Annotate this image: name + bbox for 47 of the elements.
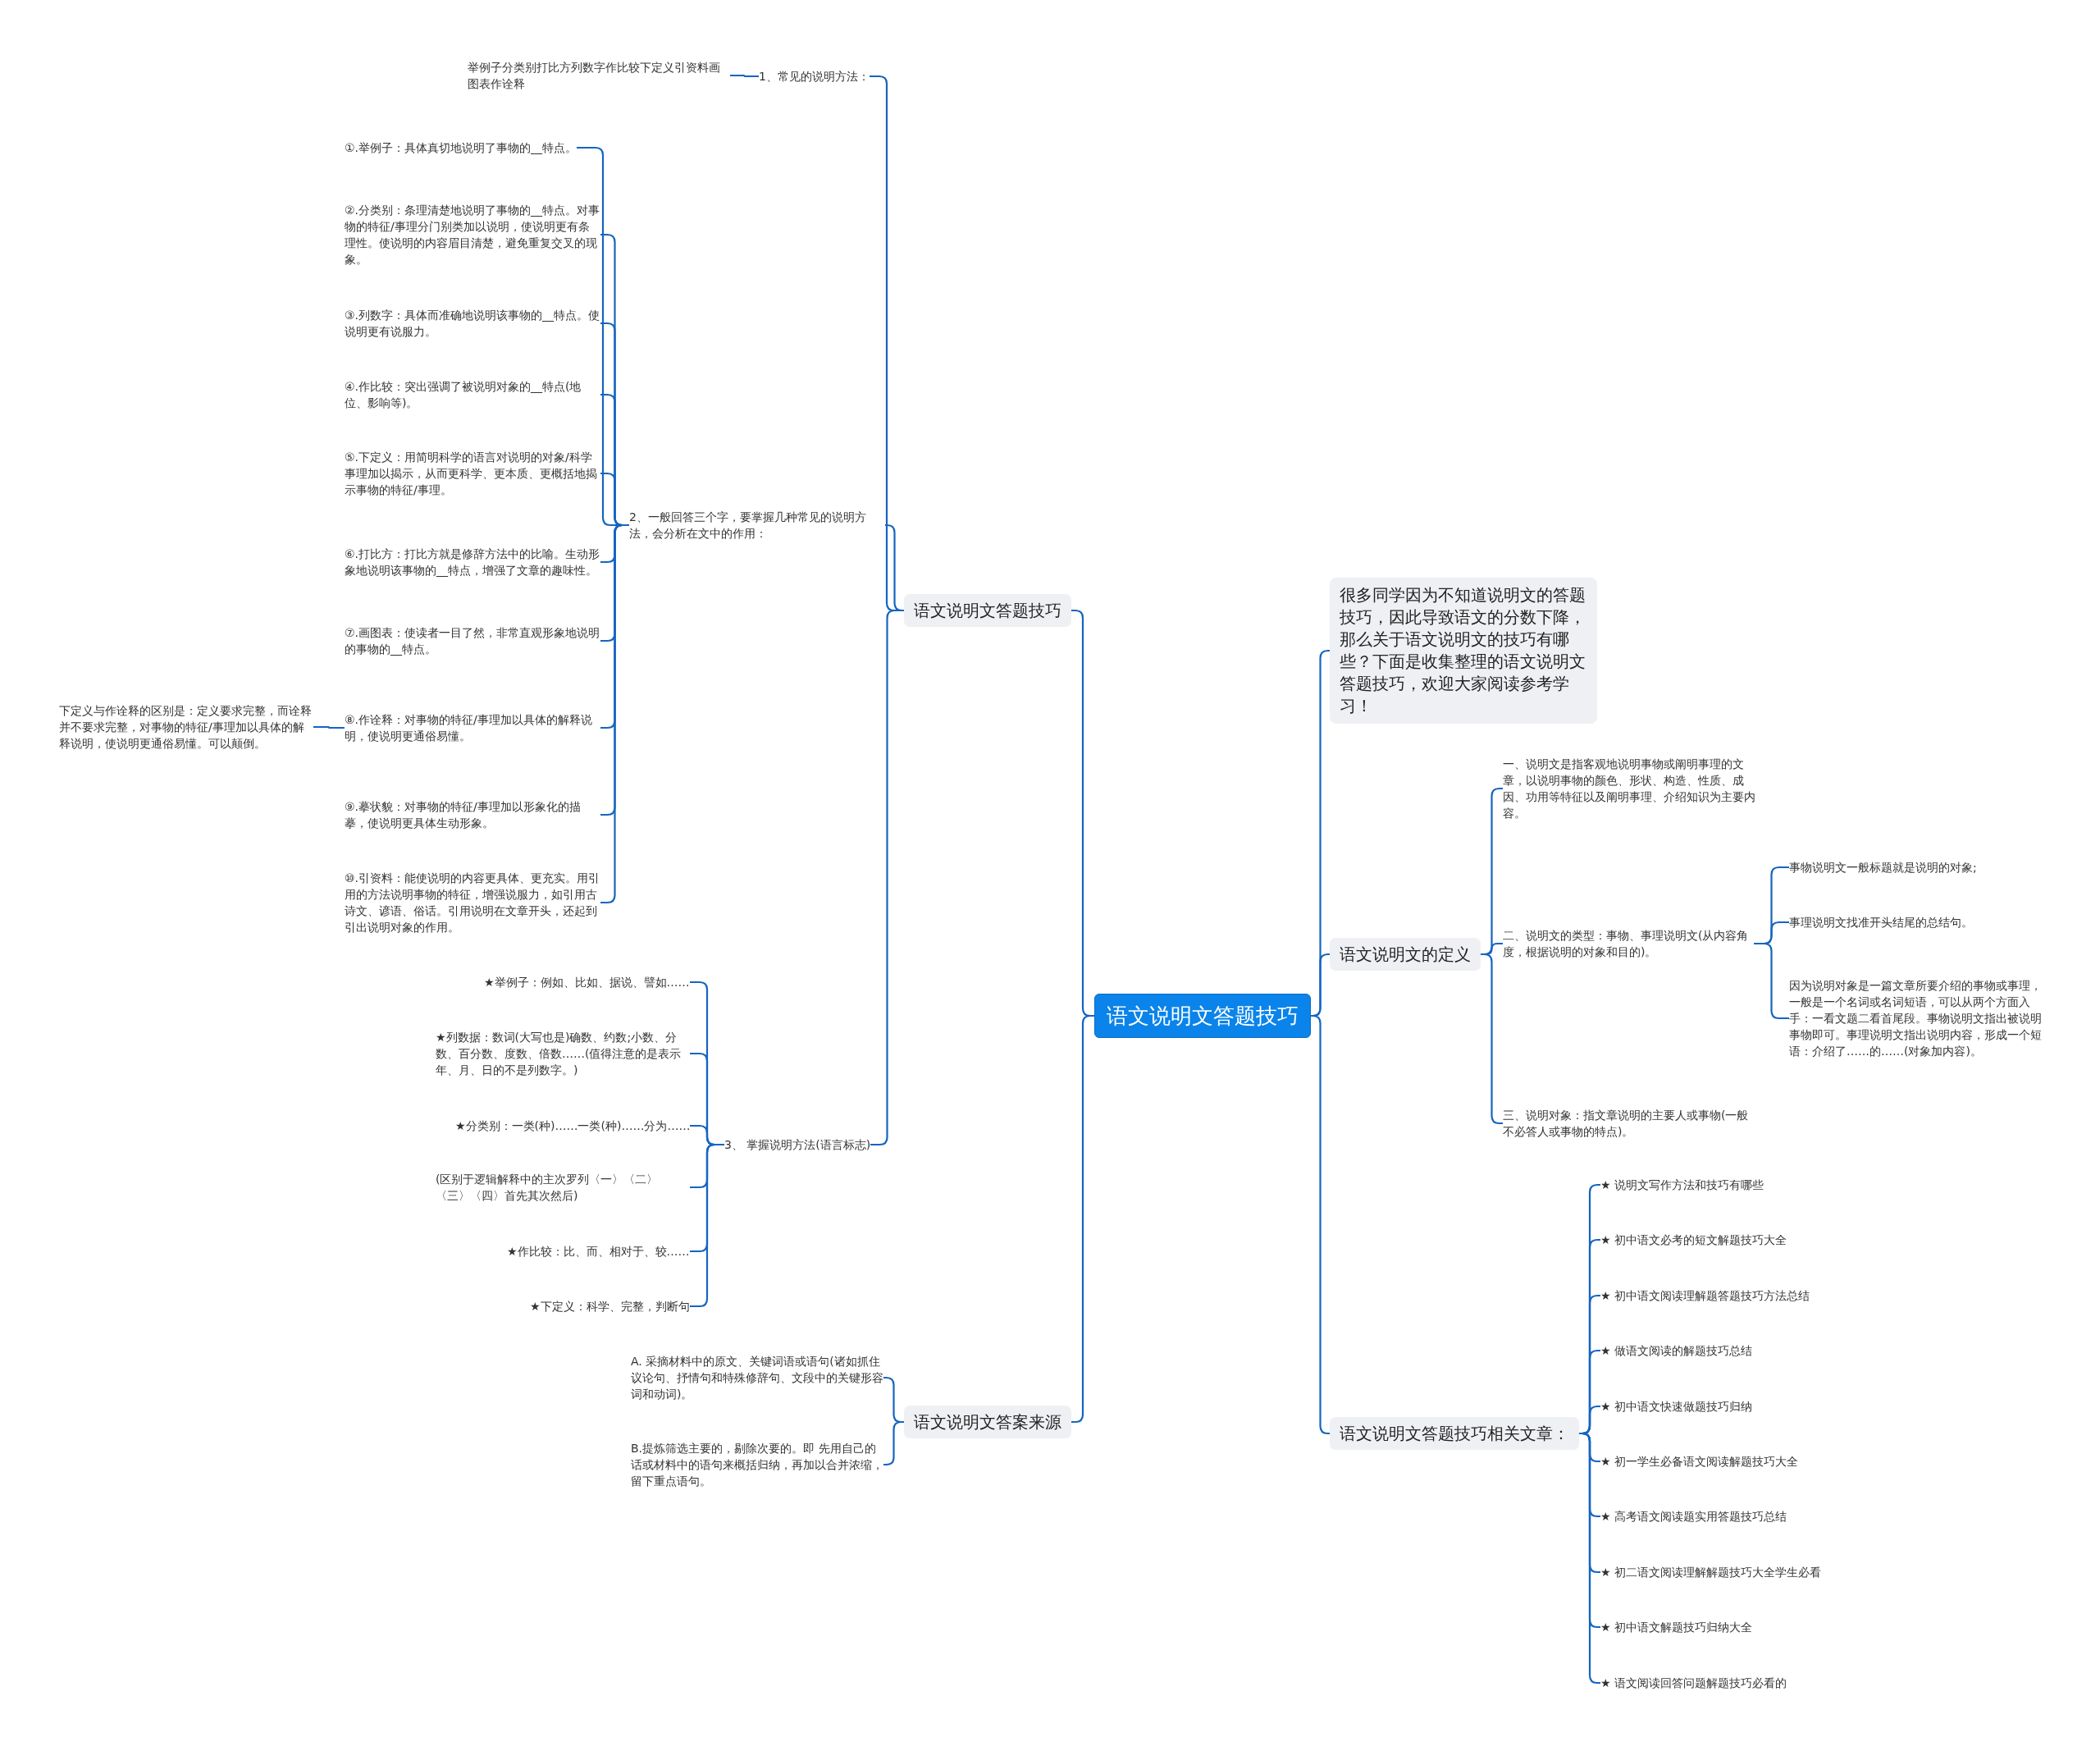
topic-text: ★ 初二语文阅读理解解题技巧大全学生必看 (1600, 1563, 1821, 1580)
topic-text: 下定义与作诠释的区别是：定义要求完整，而诠释并不要求完整，对事物的特征/事理加以具体的解释说明，使说明更通俗易懂。可以颠倒。 (59, 702, 313, 752)
topic-text: A. 采摘材料中的原文、关键词语或语句(诸如抓住议论句、抒情句和特殊修辞句、文段中的关键形容词和动词)。 (631, 1353, 883, 1402)
topic-box: 语文说明文的定义 (1330, 938, 1481, 971)
topic-text: 事理说明文找准开头结尾的总结句。 (1789, 914, 1973, 930)
topic-text: ④.作比较：突出强调了被说明对象的__特点(地位、影响等)。 (345, 378, 600, 411)
topic-text: ⑩.引资料：能使说明的内容更具体、更充实。用引用的方法说明事物的特征，增强说服力，如引用古诗文、谚语、俗话。引用说明在文章开头，还起到引出说明对象的作用。 (345, 870, 600, 935)
topic-text: ⑥.打比方：打比方就是修辞方法中的比喻。生动形象地说明该事物的__特点，增强了文章的趣味性。 (345, 546, 600, 578)
topic-text: ★ 初中语文解题技巧归纳大全 (1600, 1619, 1752, 1636)
intro-text-box: 很多同学因为不知道说明文的答题技巧，因此导致语文的分数下降，那么关于语文说明文的技巧有哪些？下面是收集整理的语文说明文答题技巧，欢迎大家阅读参考学习！ (1330, 578, 1597, 724)
topic-text: ★ 高考语文阅读题实用答题技巧总结 (1600, 1508, 1787, 1525)
topic-text: ★ 初中语文阅读理解题答题技巧方法总结 (1600, 1287, 1810, 1304)
topic-text: (区别于逻辑解释中的主次罗列〈一〉〈二〉〈三〉〈四〉首先其次然后) (436, 1171, 690, 1204)
topic-text: 举例子分类别打比方列数字作比较下定义引资料画图表作诠释 (468, 59, 730, 92)
topic-text: 1、常见的说明方法： (759, 68, 870, 85)
topic-text: ★ 初中语文必考的短文解题技巧大全 (1600, 1232, 1787, 1249)
topic-box: 语文说明文答案来源 (904, 1406, 1071, 1438)
topic-text: 因为说明对象是一篇文章所要介绍的事物或事理，一般是一个名词或名词短语，可以从两个方面入手：一看文题二看首尾段。事物说明文指出被说明事物即可。事理说明文指出说明内容，形成一个短语：介绍了……的……(对象加内容)。 (1789, 977, 2048, 1059)
topic-text: ★列数据：数词(大写也是)确数、约数;小数、分数、百分数、度数、倍数……(值得注意的是表示年、月、日的不是列数字。) (436, 1029, 690, 1078)
topic-text: ★ 初中语文快速做题技巧归纳 (1600, 1397, 1752, 1415)
topic-box: 语文说明文答题技巧相关文章： (1330, 1417, 1579, 1450)
topic-text: ★ 初一学生必备语文阅读解题技巧大全 (1600, 1453, 1798, 1470)
topic-text: ⑤.下定义：用简明科学的语言对说明的对象/科学事理加以揭示，从而更科学、更本质、更概括地揭示事物的特征/事理。 (345, 449, 600, 498)
topic-text: 二、说明文的类型：事物、事理说明文(从内容角度，根据说明的对象和目的)。 (1503, 927, 1754, 960)
root-topic-box: 语文说明文答题技巧 (1094, 994, 1311, 1038)
topic-text: 2、一般回答三个字，要掌握几种常见的说明方法，会分析在文中的作用： (629, 509, 885, 542)
topic-text: ★举例子：例如、比如、据说、譬如…… (484, 974, 690, 990)
topic-text: ★ 语文阅读回答问题解题技巧必看的 (1600, 1674, 1787, 1691)
topic-text: ②.分类别：条理清楚地说明了事物的__特点。对事物的特征/事理分门别类加以说明，使说明更有条理性。使说明的内容眉目清楚，避免重复交叉的现象。 (345, 202, 600, 267)
topic-text: ★ 做语文阅读的解题技巧总结 (1600, 1342, 1752, 1360)
topic-text: 三、说明对象：指文章说明的主要人或事物(一般不必答人或事物的特点)。 (1503, 1107, 1754, 1140)
topic-text: ⑦.画图表：使读者一目了然，非常直观形象地说明的事物的__特点。 (345, 624, 600, 657)
topic-text: 事物说明文一般标题就是说明的对象; (1789, 859, 1977, 876)
topic-text: 一、说明文是指客观地说明事物或阐明事理的文章，以说明事物的颜色、形状、构造、性质、成因、功用等特征以及阐明事理、介绍知识为主要内容。 (1503, 756, 1759, 821)
topic-box: 语文说明文答题技巧 (904, 594, 1071, 627)
topic-text: B.提炼筛选主要的，剔除次要的。即 先用自己的话或材料中的语句来概括归纳，再加以合并浓缩，留下重点语句。 (631, 1440, 883, 1489)
topic-text: ★作比较：比、而、相对于、较…… (507, 1243, 690, 1260)
topic-text: ⑧.作诠释：对事物的特征/事理加以具体的解释说明，使说明更通俗易懂。 (345, 711, 600, 744)
topic-text: 3、 掌握说明方法(语言标志) (724, 1136, 871, 1153)
topic-text: ①.举例子：具体真切地说明了事物的__特点。 (345, 139, 577, 156)
topic-text: ★ 说明文写作方法和技巧有哪些 (1600, 1177, 1764, 1193)
connector-line (730, 74, 759, 78)
topic-text: ★下定义：科学、完整，判断句 (530, 1298, 690, 1314)
topic-text: ③.列数字：具体而准确地说明该事物的__特点。使说明更有说服力。 (345, 307, 600, 340)
topic-text: ⑨.摹状貌：对事物的特征/事理加以形象化的描摹，使说明更具体生动形象。 (345, 798, 600, 831)
topic-text: ★分类别：一类(种)……一类(种)……分为…… (455, 1118, 691, 1134)
connector-line (313, 725, 345, 729)
